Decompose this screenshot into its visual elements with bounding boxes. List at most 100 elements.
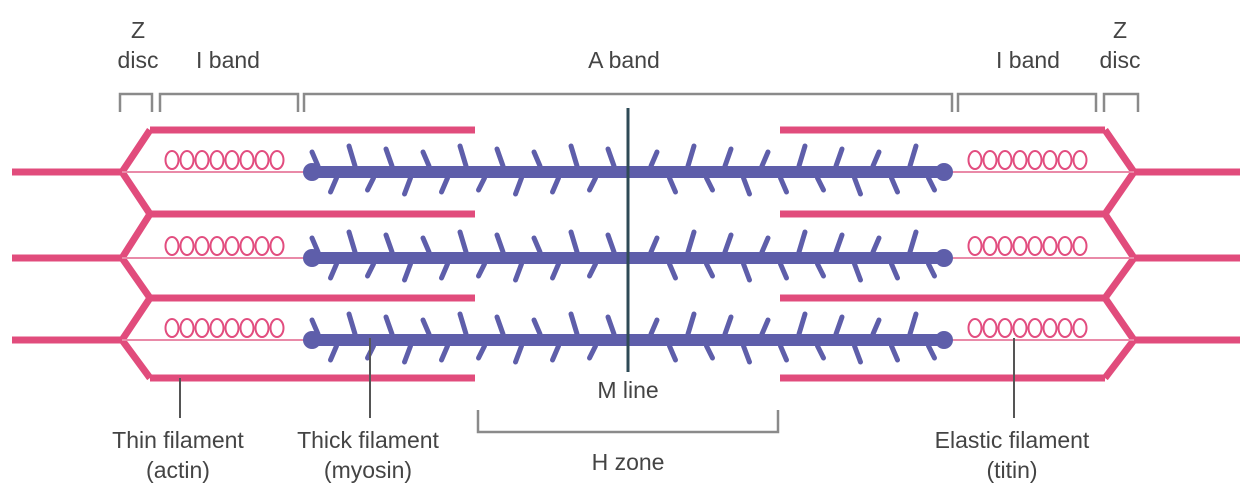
myosin-head bbox=[309, 235, 321, 255]
myosin-head bbox=[722, 232, 734, 255]
thick-filament-end-right bbox=[935, 163, 953, 181]
myosin-head bbox=[531, 235, 543, 255]
myosin-head bbox=[420, 317, 432, 337]
myosin-head bbox=[741, 343, 752, 365]
a-band-bracket bbox=[302, 92, 954, 112]
myosin-head bbox=[346, 143, 358, 169]
myosin-head bbox=[476, 261, 487, 279]
myosin-head bbox=[457, 229, 469, 255]
myosin-head bbox=[328, 261, 339, 281]
titin-coil-right bbox=[967, 236, 983, 256]
z-disc-right-label-top: Z bbox=[1113, 17, 1127, 43]
myosin-head bbox=[494, 314, 506, 337]
i-band-left-label: I band bbox=[196, 47, 260, 73]
myosin-head bbox=[907, 311, 919, 337]
myosin-head bbox=[328, 343, 339, 363]
titin-coil-right bbox=[1027, 318, 1043, 338]
myosin-head bbox=[309, 317, 321, 337]
z-disc-right-bracket bbox=[1102, 92, 1140, 112]
titin-coil-right bbox=[967, 318, 983, 338]
myosin-head bbox=[833, 314, 845, 337]
titin-coil-left bbox=[224, 150, 240, 170]
myosin-head bbox=[568, 229, 580, 255]
myosin-head bbox=[568, 143, 580, 169]
myosin-head bbox=[420, 149, 432, 169]
myosin-head bbox=[476, 343, 487, 361]
titin-coil-right bbox=[997, 318, 1013, 338]
myosin-head bbox=[833, 232, 845, 255]
myosin-head bbox=[759, 317, 771, 337]
titin-coil-right bbox=[1012, 150, 1028, 170]
titin-coil-right bbox=[1057, 236, 1073, 256]
titin-coil-left bbox=[194, 318, 210, 338]
titin-coil-right bbox=[1027, 150, 1043, 170]
titin-coil-left bbox=[179, 150, 195, 170]
thick-filament-end-left bbox=[303, 331, 321, 349]
titin-coil-right bbox=[1012, 236, 1028, 256]
z-disc-left bbox=[117, 296, 153, 381]
myosin-head bbox=[531, 149, 543, 169]
z-disc-left bbox=[117, 212, 153, 301]
myosin-head bbox=[815, 175, 826, 193]
myosin-head bbox=[722, 146, 734, 169]
myosin-head bbox=[439, 343, 450, 363]
myosin-head bbox=[402, 261, 413, 283]
titin-coil-right bbox=[1042, 318, 1058, 338]
titin-coil-right bbox=[982, 236, 998, 256]
myosin-head bbox=[587, 343, 598, 361]
titin-coil-right bbox=[1057, 318, 1073, 338]
myosin-head bbox=[833, 146, 845, 169]
myosin-head bbox=[778, 261, 789, 281]
titin-coil-left bbox=[209, 150, 225, 170]
titin-coil-left bbox=[194, 150, 210, 170]
myosin-head bbox=[704, 175, 715, 193]
myosin-head bbox=[648, 317, 660, 337]
i-band-right-bracket bbox=[956, 92, 1098, 112]
z-disc-right bbox=[1102, 296, 1139, 381]
z-disc-left-label-bottom: disc bbox=[118, 47, 159, 73]
myosin-head bbox=[870, 235, 882, 255]
myosin-head bbox=[568, 311, 580, 337]
i-band-right-label: I band bbox=[996, 47, 1060, 73]
titin-coil-left bbox=[269, 150, 285, 170]
myosin-head bbox=[346, 311, 358, 337]
top-brackets bbox=[118, 92, 1140, 112]
myosin-head bbox=[513, 175, 524, 197]
myosin-head bbox=[494, 232, 506, 255]
filament-rows bbox=[12, 126, 1240, 382]
myosin-head bbox=[587, 261, 598, 279]
myosin-head bbox=[759, 149, 771, 169]
titin-coil-left bbox=[224, 236, 240, 256]
titin-coil-right bbox=[982, 150, 998, 170]
myosin-head bbox=[796, 311, 808, 337]
myosin-head bbox=[328, 175, 339, 195]
thick-filament-label: Thick filament bbox=[297, 427, 439, 453]
myosin-head bbox=[685, 311, 697, 337]
myosin-head bbox=[926, 175, 937, 193]
myosin-head bbox=[605, 146, 617, 169]
thick-filament-end-right bbox=[935, 249, 953, 267]
myosin-head bbox=[309, 149, 321, 169]
titin-coil-right bbox=[1072, 150, 1088, 170]
myosin-head bbox=[605, 232, 617, 255]
myosin-head bbox=[402, 343, 413, 365]
myosin-head bbox=[722, 314, 734, 337]
titin-coil-left bbox=[269, 318, 285, 338]
thick-filament-end-right bbox=[935, 331, 953, 349]
titin-coil-left bbox=[179, 318, 195, 338]
thick-filament-end-left bbox=[303, 249, 321, 267]
myosin-head bbox=[648, 235, 660, 255]
myosin-head bbox=[550, 175, 561, 195]
titin-coil-left bbox=[209, 236, 225, 256]
myosin-head bbox=[815, 261, 826, 279]
myosin-head bbox=[907, 143, 919, 169]
h-zone-bracket bbox=[476, 410, 780, 434]
myosin-head bbox=[685, 143, 697, 169]
myosin-head bbox=[889, 343, 900, 363]
myosin-head bbox=[476, 175, 487, 193]
h-zone-label: H zone bbox=[592, 449, 665, 475]
thin-filament-label: Thin filament bbox=[112, 427, 244, 453]
myosin-head bbox=[667, 175, 678, 195]
a-band-label: A band bbox=[588, 47, 660, 73]
